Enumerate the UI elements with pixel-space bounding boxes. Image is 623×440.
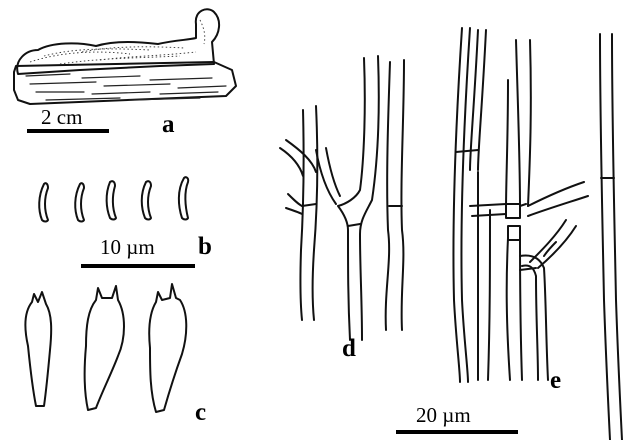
scale-label-e: 20 µm: [416, 403, 471, 427]
hypha-d-2-branch: [280, 140, 316, 176]
panel-d-hyphae: d: [280, 56, 404, 362]
basidiospore-5: [179, 177, 188, 219]
basidiospore-2: [75, 183, 84, 221]
scale-bar-a: [27, 129, 109, 133]
hypha-d-1-wall-right: [313, 106, 318, 320]
hypha-e-6-wall: [507, 238, 522, 380]
scale-label-b: 10 µm: [100, 235, 155, 259]
basidium-1: [25, 292, 51, 406]
hypha-e-1-wall-outer-left: [453, 28, 462, 382]
hypha-e-9-wall-right: [612, 34, 622, 440]
hypha-e-2-wall: [470, 30, 486, 170]
basidiospore-3: [107, 181, 116, 219]
hypha-e-3-wall-right: [488, 210, 490, 380]
basidiospore-4: [142, 181, 151, 219]
septum-d-2: [348, 224, 360, 226]
wood-grain: [26, 74, 226, 100]
panel-label-e: e: [550, 367, 561, 394]
panel-label-c: c: [195, 399, 206, 426]
hypha-e-4-wall-left: [506, 40, 520, 210]
clamp-e-1: [506, 204, 520, 218]
panel-a-basidiocarp: 2 cm a: [14, 9, 236, 138]
panel-label-b: b: [198, 233, 212, 260]
hypha-d-4-wall-right: [360, 56, 379, 340]
scale-bar-e: [396, 430, 518, 434]
hypha-d-5-side: [316, 148, 340, 204]
hypha-e-9-wall-left: [600, 34, 610, 440]
panel-label-d: d: [342, 335, 356, 362]
hypha-e-1-wall-inner-left: [461, 28, 470, 382]
hypha-d-1-wall-left: [300, 110, 303, 320]
panel-c-basidia: c: [25, 284, 206, 426]
clamp-e-2: [508, 226, 520, 240]
hypha-d-3-branch: [286, 194, 302, 214]
hypha-d-6-wall-left: [386, 62, 390, 330]
hypha-e-4-wall-right: [520, 40, 531, 206]
scale-label-a: 2 cm: [41, 105, 82, 129]
basidium-3: [149, 284, 186, 412]
hypha-e-8-oblique: [530, 220, 576, 268]
septum-e-1: [456, 150, 478, 152]
basidiospore-1: [39, 183, 48, 221]
scale-bar-b: [81, 264, 195, 268]
septum-d-1: [302, 204, 316, 206]
panel-label-a: a: [162, 111, 175, 138]
hypha-e-7-branch: [520, 256, 548, 381]
panel-b-basidiospores: 10 µm b: [39, 177, 212, 268]
panel-e-hyphae: e 20 µm: [396, 28, 622, 440]
hypha-d-6-wall-right: [401, 60, 404, 330]
basidium-2: [85, 286, 124, 410]
